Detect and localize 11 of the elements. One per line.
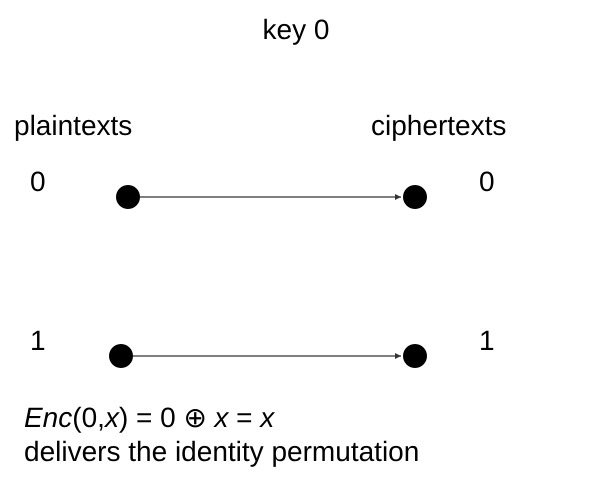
title: key 0 [262, 14, 330, 46]
arrow [140, 194, 401, 200]
formula: Enc(0,x) = 0 ⊕ x = x [24, 402, 274, 434]
value-label: 0 [30, 166, 46, 198]
value-label: 1 [479, 325, 495, 357]
column-heading: ciphertexts [371, 110, 506, 142]
arrow [133, 353, 401, 359]
value-label: 0 [479, 166, 495, 198]
value-label: 1 [30, 325, 46, 357]
column-heading: plaintexts [14, 110, 132, 142]
caption-text: delivers the identity permutation [24, 436, 420, 468]
